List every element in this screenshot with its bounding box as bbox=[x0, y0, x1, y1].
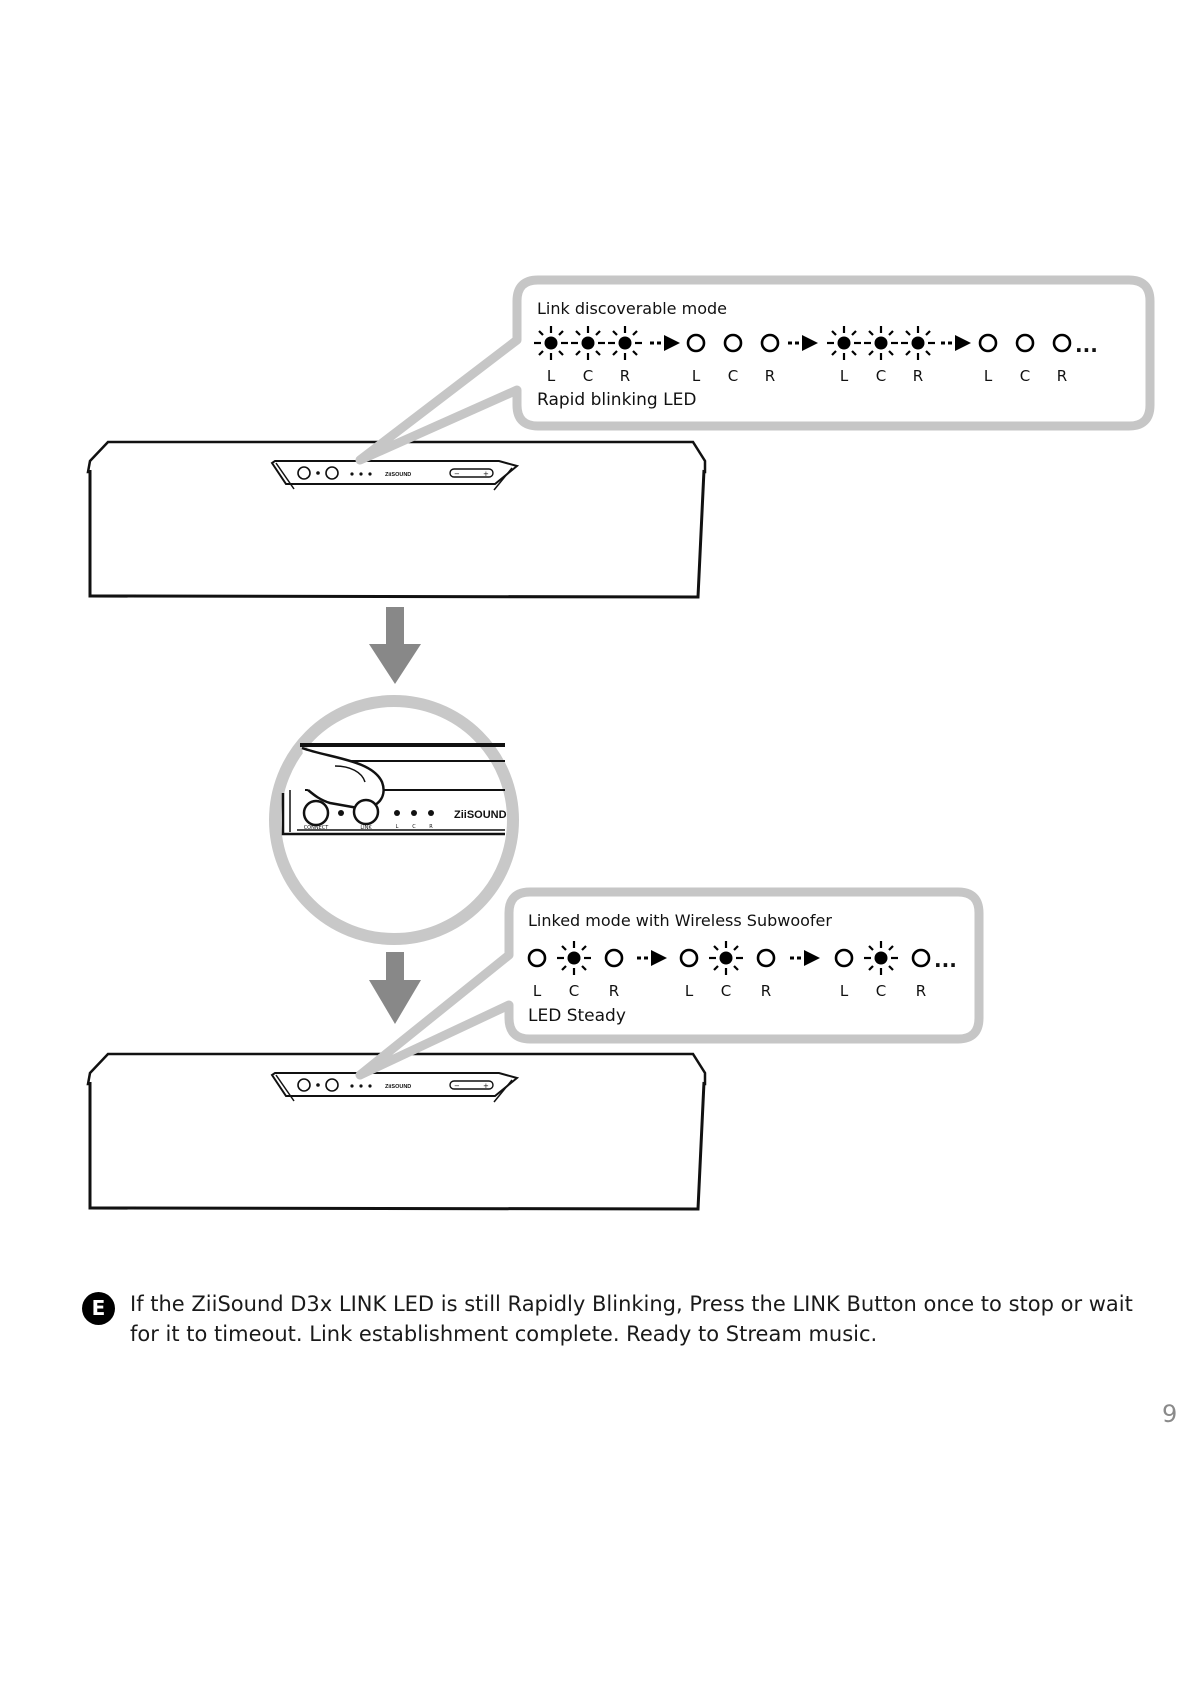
svg-text:CONNECT: CONNECT bbox=[304, 825, 330, 831]
arrow-down-icon bbox=[369, 952, 421, 1024]
svg-text:R: R bbox=[765, 367, 775, 385]
svg-text:R: R bbox=[761, 982, 771, 1000]
svg-text:C: C bbox=[569, 982, 579, 1000]
callout-link-discoverable: Link discoverable mode ... L C R L C bbox=[355, 275, 1155, 465]
svg-text:L: L bbox=[533, 982, 542, 1000]
connect-button[interactable] bbox=[297, 1078, 311, 1092]
svg-text:...: ... bbox=[934, 948, 957, 972]
callout-subtitle: LED Steady bbox=[528, 1006, 626, 1026]
svg-text:L: L bbox=[396, 824, 399, 830]
svg-text:C: C bbox=[721, 982, 731, 1000]
svg-text:R: R bbox=[609, 982, 619, 1000]
led-labels: L C R L C R L C R L C R bbox=[547, 367, 1067, 385]
svg-text:C: C bbox=[1020, 367, 1030, 385]
finger bbox=[301, 746, 385, 810]
step-badge: E bbox=[82, 1292, 115, 1325]
volume-up-icon: + bbox=[483, 470, 489, 478]
volume-slider[interactable]: − + bbox=[449, 1080, 494, 1090]
soundbar-top: ZiiSOUND − + bbox=[86, 440, 707, 599]
callout-subtitle: Rapid blinking LED bbox=[537, 390, 696, 410]
svg-text:C: C bbox=[876, 367, 886, 385]
led-sequence: ... bbox=[527, 939, 957, 977]
brand-logo: ZiiSOUND bbox=[385, 1084, 411, 1090]
arrow-down-icon bbox=[369, 607, 421, 684]
svg-text:L: L bbox=[840, 367, 849, 385]
link-button[interactable] bbox=[325, 1078, 339, 1092]
soundbar-bottom: ZiiSOUND − + bbox=[86, 1052, 707, 1211]
step-text: If the ZiiSound D3x LINK LED is still Ra… bbox=[130, 1292, 1133, 1346]
link-button[interactable] bbox=[325, 466, 339, 480]
svg-text:L: L bbox=[547, 367, 556, 385]
svg-text:...: ... bbox=[1075, 333, 1098, 357]
callout-title: Linked mode with Wireless Subwoofer bbox=[528, 911, 832, 930]
svg-text:L: L bbox=[692, 367, 701, 385]
svg-text:C: C bbox=[728, 367, 738, 385]
brand-logo: ZiiSOUND bbox=[454, 809, 507, 821]
svg-text:C: C bbox=[412, 824, 416, 830]
link-button[interactable] bbox=[352, 798, 380, 826]
callout-title: Link discoverable mode bbox=[537, 299, 727, 318]
connect-button[interactable] bbox=[302, 799, 330, 827]
svg-text:L: L bbox=[984, 367, 993, 385]
svg-text:L: L bbox=[685, 982, 694, 1000]
svg-text:C: C bbox=[583, 367, 593, 385]
svg-text:L: L bbox=[840, 982, 849, 1000]
led-sequence: ... bbox=[532, 324, 1098, 362]
page-number: 9 bbox=[1162, 1400, 1178, 1428]
svg-text:R: R bbox=[620, 367, 630, 385]
volume-down-icon: − bbox=[454, 470, 460, 478]
svg-text:R: R bbox=[1057, 367, 1067, 385]
volume-up-icon: + bbox=[483, 1082, 489, 1090]
svg-text:C: C bbox=[876, 982, 886, 1000]
svg-text:R: R bbox=[429, 824, 433, 830]
callout-linked-mode: Linked mode with Wireless Subwoofer ... … bbox=[355, 887, 984, 1080]
led-labels: L C R L C R L C R bbox=[533, 982, 926, 1000]
volume-down-icon: − bbox=[454, 1082, 460, 1090]
connect-button[interactable] bbox=[297, 466, 311, 480]
svg-text:R: R bbox=[916, 982, 926, 1000]
svg-text:LINK: LINK bbox=[360, 825, 372, 831]
brand-logo: ZiiSOUND bbox=[385, 472, 411, 478]
svg-text:R: R bbox=[913, 367, 923, 385]
magnified-link-button-press: CONNECT LINK L C R ZiiSOUND bbox=[269, 695, 519, 945]
control-panel-top: ZiiSOUND − + bbox=[297, 466, 494, 480]
volume-slider[interactable]: − + bbox=[449, 468, 494, 478]
control-panel-bottom: ZiiSOUND − + bbox=[297, 1078, 494, 1092]
